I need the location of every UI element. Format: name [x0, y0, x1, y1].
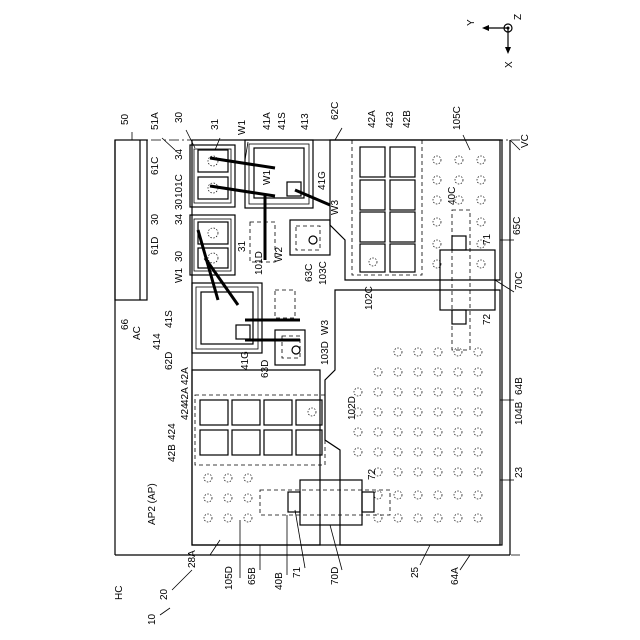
label-30d: 30 — [174, 250, 185, 262]
label-63c: 63C — [304, 264, 315, 282]
label-424: 424 — [180, 403, 191, 420]
label-50: 50 — [120, 113, 131, 125]
label-62d: 62D — [164, 352, 175, 370]
label-42b: 42B — [402, 110, 413, 128]
label-30b: 30 — [174, 198, 185, 210]
component-70d — [260, 480, 390, 525]
label-102d: 102D — [347, 396, 358, 420]
label-42ab2: 42A — [180, 367, 191, 385]
axis-z-label: Z — [513, 14, 524, 20]
label-101d: 101D — [254, 251, 265, 275]
label-w2: W2 — [274, 247, 285, 262]
label-31b: 31 — [237, 240, 248, 252]
label-42ab: 42A — [180, 387, 191, 405]
label-72a: 72 — [482, 313, 493, 325]
label-w1b: W1 — [174, 268, 185, 283]
label-40b: 40B — [274, 572, 285, 590]
label-23: 23 — [514, 466, 525, 478]
label-104b: 104B — [514, 401, 525, 425]
label-103d: 103D — [320, 341, 331, 365]
label-ac: AC — [132, 326, 143, 340]
label-71b: 71 — [292, 566, 303, 578]
label-61c: 61C — [150, 157, 161, 175]
label-65b: 65B — [247, 567, 258, 585]
label-w3a: W3 — [330, 200, 341, 215]
label-72b: 72 — [367, 468, 378, 480]
label-63d: 63D — [260, 360, 271, 378]
label-413: 413 — [300, 113, 311, 130]
capacitor-array-top — [352, 140, 422, 275]
label-10: 10 — [147, 613, 158, 625]
label-41ga: 41G — [317, 171, 328, 190]
label-vc: VC — [520, 134, 531, 148]
chip-group-30-top — [190, 145, 235, 207]
label-103c: 103C — [318, 261, 329, 285]
label-64b: 64B — [514, 377, 525, 395]
via-array-105c — [433, 156, 485, 268]
label-105c: 105C — [452, 106, 463, 130]
label-w1a: W1 — [237, 120, 248, 135]
label-ap2: AP2 (AP) — [147, 483, 158, 525]
label-40c: 40C — [447, 187, 458, 205]
label-34b: 34 — [174, 213, 185, 225]
axis-indicator: Y Z X — [466, 14, 524, 68]
label-41a: 41A — [262, 112, 273, 130]
label-51a: 51A — [150, 112, 161, 130]
label-101c: 101C — [174, 174, 185, 198]
label-41sa: 41S — [277, 112, 288, 130]
label-w3b: W3 — [320, 320, 331, 335]
label-28a: 28A — [187, 550, 198, 568]
label-105d: 105D — [224, 566, 235, 590]
label-42a: 42A — [367, 110, 378, 128]
label-w1c: W1 — [262, 170, 273, 185]
label-hc: HC — [114, 586, 125, 600]
label-424b: 424 — [167, 423, 178, 440]
label-65c: 65C — [512, 217, 523, 235]
label-25: 25 — [410, 566, 421, 578]
transistor-41a — [245, 140, 313, 208]
label-414: 414 — [152, 333, 163, 350]
label-71a: 71 — [482, 233, 493, 245]
label-64a: 64A — [450, 567, 461, 585]
label-423: 423 — [385, 111, 396, 128]
label-20: 20 — [159, 588, 170, 600]
via-array-104b — [354, 348, 482, 522]
label-102c: 102C — [364, 286, 375, 310]
label-30c: 30 — [150, 213, 161, 225]
label-42bb: 42B — [167, 444, 178, 462]
label-34a: 34 — [174, 148, 185, 160]
chip-group-30-bottom — [190, 215, 235, 275]
label-66: 66 — [120, 318, 131, 330]
axis-y-label: Y — [466, 19, 477, 26]
label-41sb: 41S — [164, 310, 175, 328]
reference-labels: 10 20 HC AC VC AP2 (AP) 50 51A 30 31 W1 … — [114, 102, 531, 625]
label-30a: 30 — [174, 111, 185, 123]
capacitor-array-bottom — [195, 395, 325, 465]
transistor-41a-lower — [192, 283, 262, 353]
via-array-105d — [204, 474, 252, 522]
label-61d: 61D — [150, 237, 161, 255]
label-70c: 70C — [514, 272, 525, 290]
label-62c: 62C — [330, 102, 341, 120]
axis-x-label: X — [504, 61, 515, 68]
label-41gb: 41G — [240, 351, 251, 370]
label-70d: 70D — [330, 567, 341, 585]
label-31a: 31 — [210, 118, 221, 130]
